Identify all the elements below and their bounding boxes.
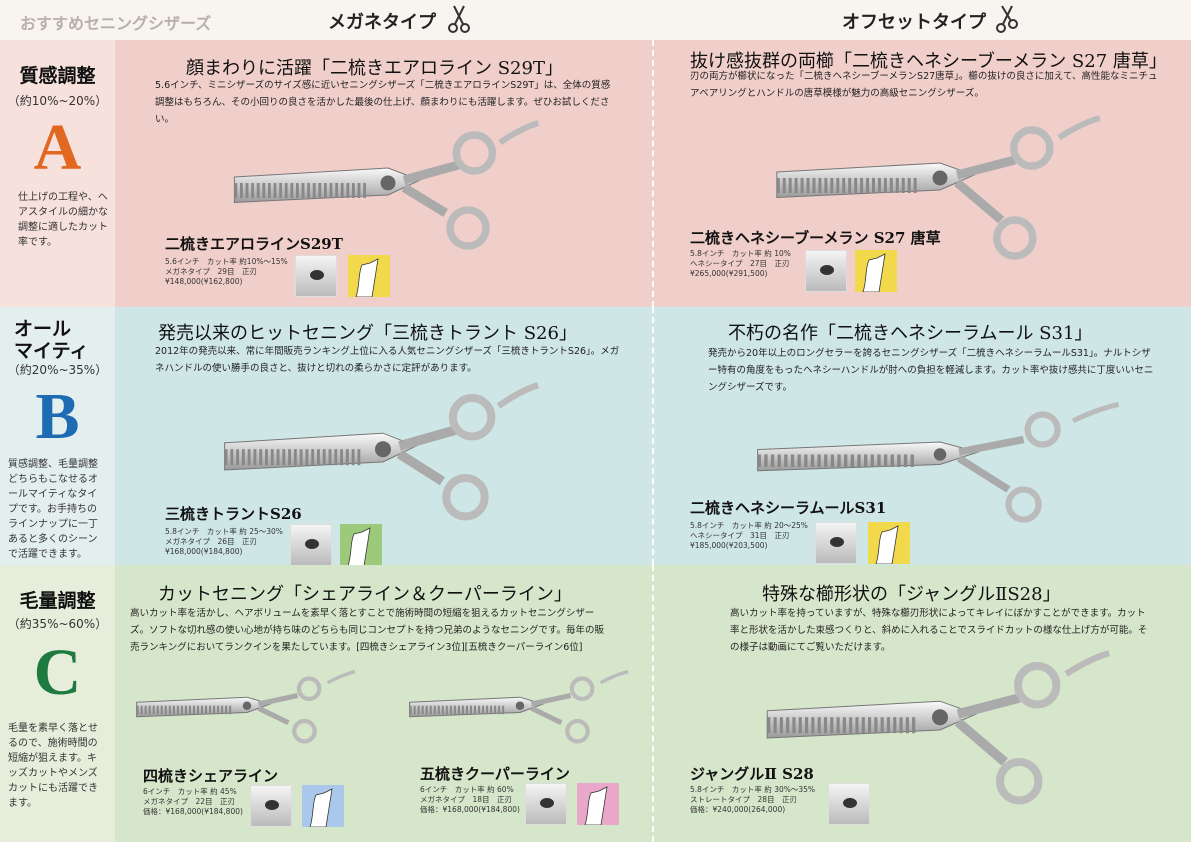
product-spec: 5.8インチ カット率 約 10%ヘネシータイプ 27目 正刃¥265,000(… bbox=[690, 249, 791, 278]
screw-photo bbox=[525, 783, 567, 825]
product-name: 二梳きヘネシーラムールS31 bbox=[690, 499, 887, 517]
row-c: 毛量調整 （約35%~60%） C 毛量を素早く落とせるので、施術時間の短縮が狙… bbox=[0, 565, 1191, 842]
category-a: 質感調整 （約10%~20%） A 仕上げの工程や、ヘアスタイルの細かな調整に適… bbox=[0, 40, 115, 307]
category-title: 毛量調整 bbox=[19, 590, 96, 612]
panel-title: 抜け感抜群の両櫛「二梳きヘネシーブーメラン S27 唐草」 bbox=[690, 51, 1167, 72]
category-range: （約10%~20%） bbox=[7, 94, 108, 108]
screw-photo bbox=[250, 785, 292, 827]
category-desc: 質感調整、毛量調整どちらもこなせるオールマイティなタイプです。お手持ちのラインナ… bbox=[8, 459, 98, 560]
product-image bbox=[760, 650, 1120, 814]
category-letter: B bbox=[35, 380, 80, 453]
screw-photo bbox=[815, 522, 857, 564]
category-c: 毛量調整 （約35%~60%） C 毛量を素早く落とせるので、施術時間の短縮が狙… bbox=[0, 565, 115, 842]
panel-desc: 刃の両方が櫛状になった「二梳きヘネシーブーメランS27唐草」。櫛の抜けの良さに加… bbox=[690, 71, 1158, 99]
blade-tip-icon bbox=[868, 522, 910, 565]
type-label-offset: オフセットタイプ bbox=[842, 12, 986, 33]
panel-title: カットセニング「シェアライン＆クーパーライン」 bbox=[158, 584, 572, 605]
panel-title: 特殊な櫛形状の「ジャングルⅡS28」 bbox=[762, 584, 1061, 605]
category-range: （約20%~35%） bbox=[7, 363, 108, 377]
scissors-icon bbox=[233, 120, 540, 250]
product-spec: 5.8インチ カット率 約 20〜25%ヘネシータイプ 31目 正刃¥185,0… bbox=[690, 521, 808, 550]
product-image bbox=[228, 120, 548, 274]
header: おすすめセニングシザーズ メガネタイプ オフセットタイプ bbox=[0, 0, 1191, 40]
category-letter: C bbox=[33, 636, 82, 709]
product-spec: 5.8インチ カット率 約 30%〜35%ストレートタイプ 28目 正刃価格：¥… bbox=[690, 785, 816, 814]
panel-desc: 5.6インチ、ミニシザーズのサイズ感に近いセニングシザーズ「二梳きエアロラインS… bbox=[155, 80, 611, 125]
blade-tip-image bbox=[577, 783, 619, 826]
category-title: 質感調整 bbox=[19, 65, 96, 87]
scissors-icon bbox=[136, 670, 356, 744]
blade-tip-icon bbox=[855, 250, 897, 293]
product-spec: 5.8インチ カット率 約 25〜30%メガネタイプ 26目 正刃¥168,00… bbox=[165, 527, 283, 556]
product-name: 三梳きトラントS26 bbox=[165, 505, 302, 523]
blade-tip-image bbox=[855, 250, 897, 293]
product-image bbox=[405, 670, 635, 759]
product-name: 五梳きクーパーライン bbox=[420, 765, 570, 783]
product-image bbox=[770, 115, 1110, 269]
scissors-icon bbox=[776, 115, 1101, 260]
category-range: （約35%~60%） bbox=[7, 617, 108, 631]
panel-title: 発売以来のヒットセニング「三梳きトラント S26」 bbox=[158, 323, 577, 344]
category-b: オール マイティ （約20%~35%） B 質感調整、毛量調整どちらもこなせるオ… bbox=[0, 307, 115, 565]
panel-desc: 発売から20年以上のロングセラーを誇るセニングシザーズ「二梳きヘネシーラムールS… bbox=[708, 348, 1154, 393]
panel-title: 不朽の名作「二梳きヘネシーラムール S31」 bbox=[728, 323, 1093, 344]
product-image bbox=[218, 382, 548, 546]
category-letter: A bbox=[33, 111, 82, 184]
scissors-icon bbox=[766, 650, 1111, 805]
panel-title: 顔まわりに活躍「二梳きエアロライン S29T」 bbox=[186, 58, 563, 79]
product-name: 四梳きシェアライン bbox=[143, 767, 279, 785]
product-name: ジャングルⅡ S28 bbox=[690, 765, 814, 783]
category-title: オール マイティ bbox=[14, 318, 89, 362]
scissors-icon bbox=[409, 670, 629, 744]
scissors-icon bbox=[996, 5, 1018, 33]
blade-tip-icon bbox=[577, 783, 619, 826]
screw-photo bbox=[828, 783, 870, 825]
row-b: オール マイティ （約20%~35%） B 質感調整、毛量調整どちらもこなせるオ… bbox=[0, 307, 1191, 567]
product-name: 二梳きヘネシーブーメラン S27 唐草 bbox=[690, 229, 941, 247]
scissors-icon bbox=[448, 5, 470, 33]
header-title: おすすめセニングシザーズ bbox=[20, 14, 212, 33]
panel-desc: 高いカット率を持っていますが、特殊な櫛刃形状によってキレイにぼかすことができます… bbox=[730, 608, 1148, 653]
scissors-icon bbox=[224, 382, 540, 521]
product-spec: 6インチ カット率 約 60%メガネタイプ 18目 正刃価格：¥168,000(… bbox=[420, 785, 520, 814]
panel-desc: 2012年の発売以来、常に年間販売ランキング上位に入る人気セニングシザーズ「三梳… bbox=[155, 346, 620, 374]
product-spec: 6インチ カット率 約 45%メガネタイプ 22目 正刃価格：¥168,000(… bbox=[143, 787, 243, 816]
blade-tip-icon bbox=[302, 785, 344, 828]
blade-tip-icon bbox=[340, 524, 382, 567]
blade-tip-image bbox=[348, 255, 390, 298]
row-a: 質感調整 （約10%~20%） A 仕上げの工程や、ヘアスタイルの細かな調整に適… bbox=[0, 40, 1191, 307]
type-label-glasses: メガネタイプ bbox=[328, 12, 436, 33]
product-image bbox=[132, 670, 362, 759]
screw-photo bbox=[295, 255, 337, 297]
panel-desc: 高いカット率を活かし、ヘアボリュームを素早く落とすことで施術時間の短縮を狙えるカ… bbox=[130, 608, 605, 653]
category-desc: 仕上げの工程や、ヘアスタイルの細かな調整に適したカット率です。 bbox=[18, 192, 108, 248]
blade-tip-image bbox=[868, 522, 910, 565]
screw-photo bbox=[290, 524, 332, 566]
category-desc: 毛量を素早く落とせるので、施術時間の短縮が狙えます。キッズカットやメンズカットに… bbox=[8, 723, 98, 809]
blade-tip-icon bbox=[348, 255, 390, 298]
screw-photo bbox=[805, 250, 847, 292]
product-name: 二梳きエアロラインS29T bbox=[165, 235, 343, 253]
product-spec: 5.6インチ カット率 約10%〜15%メガネタイプ 29目 正刃¥148,00… bbox=[165, 257, 288, 286]
scissors-icon bbox=[757, 402, 1120, 523]
product-image bbox=[750, 402, 1130, 531]
blade-tip-image bbox=[302, 785, 344, 828]
blade-tip-image bbox=[340, 524, 382, 567]
